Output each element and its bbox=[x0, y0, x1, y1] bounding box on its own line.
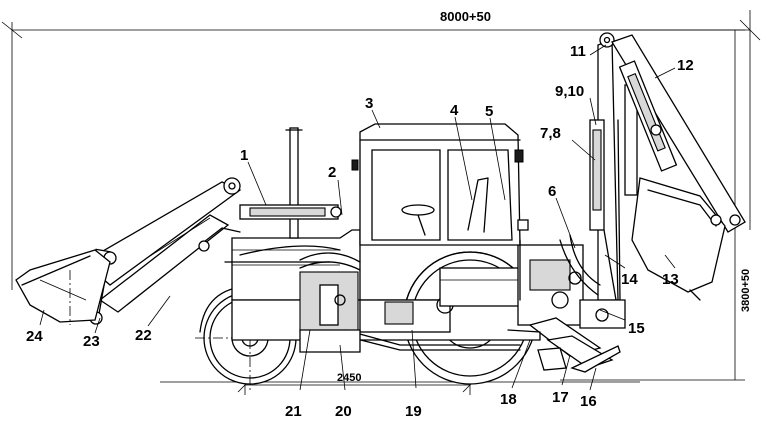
callout-13: 13 bbox=[662, 271, 679, 288]
callout-15: 15 bbox=[628, 320, 645, 337]
callout-22: 22 bbox=[135, 327, 152, 344]
callout-labels: 1 2 3 4 5 6 7,8 9,10 11 12 13 14 15 16 1… bbox=[26, 43, 694, 420]
callout-24: 24 bbox=[26, 328, 43, 345]
callout-12: 12 bbox=[677, 57, 694, 74]
backhoe bbox=[559, 32, 746, 329]
height-dimension: 3800+50 bbox=[560, 29, 752, 381]
callout-16: 16 bbox=[580, 393, 597, 410]
callout-20: 20 bbox=[335, 403, 352, 420]
callout-11: 11 bbox=[570, 43, 586, 60]
callout-6: 6 bbox=[548, 183, 556, 200]
stabilizers bbox=[507, 239, 621, 373]
callout-4: 4 bbox=[450, 102, 459, 119]
callout-18: 18 bbox=[500, 391, 517, 408]
callout-23: 23 bbox=[83, 333, 100, 350]
callout-17: 17 bbox=[552, 389, 569, 406]
overall-length-label: 8000+50 bbox=[440, 9, 491, 24]
callout-3: 3 bbox=[365, 95, 373, 112]
height-label: 3800+50 bbox=[740, 269, 752, 312]
cab bbox=[351, 123, 529, 246]
tractor-body bbox=[231, 127, 584, 353]
callout-5: 5 bbox=[485, 103, 493, 120]
callout-2: 2 bbox=[328, 164, 336, 181]
callout-7-8: 7,8 bbox=[540, 125, 561, 142]
leader-lines bbox=[39, 44, 676, 391]
front-loader bbox=[15, 177, 342, 325]
callout-1: 1 bbox=[240, 147, 248, 164]
callout-21: 21 bbox=[285, 403, 302, 420]
callout-9-10: 9,10 bbox=[555, 83, 584, 100]
callout-14: 14 bbox=[621, 271, 638, 288]
callout-19: 19 bbox=[405, 403, 422, 420]
